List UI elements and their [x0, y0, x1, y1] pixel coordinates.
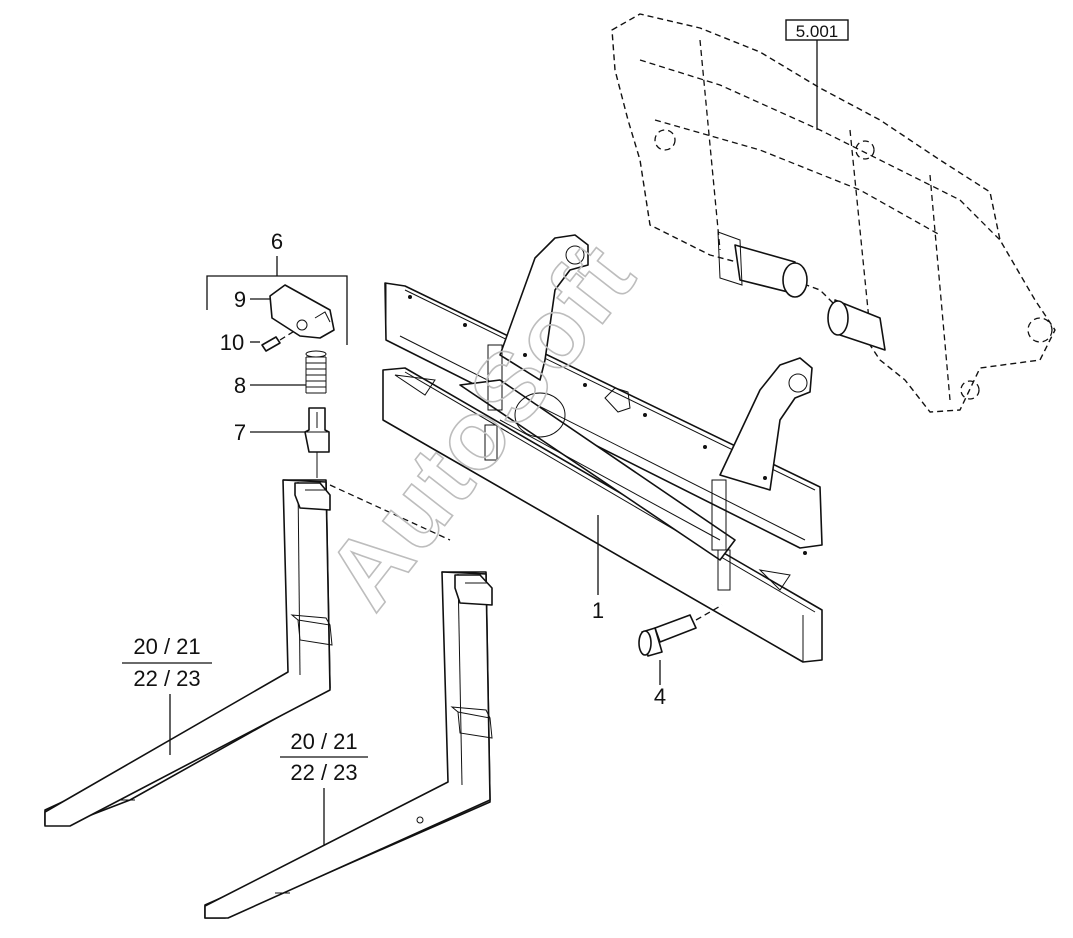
fork-left-top-label: 20 / 21: [133, 634, 200, 659]
fork-left-callout: 20 / 21 22 / 23: [122, 634, 212, 755]
fork-carriage-frame: [382, 234, 823, 663]
pin-part-10: 10: [220, 329, 297, 355]
spring-part-8: 8: [234, 350, 327, 398]
callout-1-label: 1: [592, 598, 604, 623]
callout-9-label: 9: [234, 287, 246, 312]
reference-box: 5.001: [785, 19, 849, 130]
callout-7-label: 7: [234, 420, 246, 445]
coupler-pin-lower: [827, 299, 886, 351]
plunger-part-7: 7: [234, 407, 330, 478]
fork-right-callout: 20 / 21 22 / 23: [280, 729, 368, 845]
fork-left: [44, 479, 451, 827]
fork-right: [204, 571, 493, 919]
callout-4-label: 4: [654, 684, 666, 709]
coupler-pin-upper: [717, 231, 808, 298]
callout-1: 1: [592, 515, 604, 623]
reference-box-text: 5.001: [796, 22, 839, 41]
frame-rivets: [408, 295, 807, 555]
latch-part-9: 9: [234, 284, 335, 339]
bolt-part-4: 4: [638, 604, 723, 709]
fork-left-bottom-label: 22 / 23: [133, 666, 200, 691]
fork-right-top-label: 20 / 21: [290, 729, 357, 754]
quick-coupler-reference: [611, 13, 1056, 413]
callout-6-label: 6: [271, 229, 283, 254]
lock-assembly: 6 9 10 8: [206, 229, 348, 478]
callout-8-label: 8: [234, 373, 246, 398]
fork-right-bottom-label: 22 / 23: [290, 760, 357, 785]
callout-10-label: 10: [220, 330, 244, 355]
